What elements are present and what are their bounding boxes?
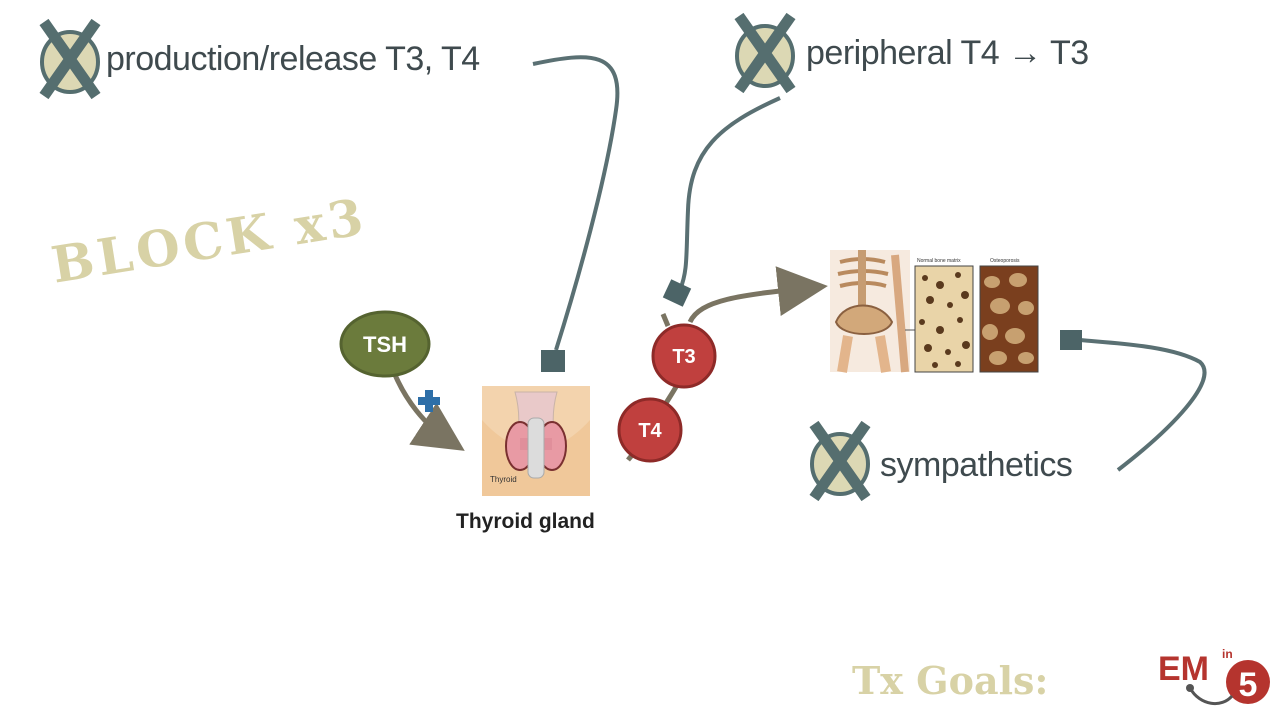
- tsh-arrow: [390, 369, 465, 451]
- logo-five: 5: [1239, 666, 1258, 704]
- t3-bubble: [651, 323, 717, 389]
- block-x-icon: [39, 18, 101, 100]
- peripheral-connector: [678, 96, 781, 291]
- t4-bubble: [617, 397, 683, 463]
- block-x-icon: [734, 12, 796, 94]
- tx-goals-heading: Tx Goals:: [852, 658, 1049, 703]
- t3-arrow-tail: [660, 313, 671, 327]
- sympathetics-connector-end: [1060, 330, 1082, 350]
- stethoscope-icon: [1188, 687, 1234, 705]
- osteoporosis-bone-image: Osteoporosis: [979, 258, 1039, 373]
- thyroid-caption: Thyroid gland: [456, 510, 595, 533]
- normal-bone-label: Normal bone matrix: [917, 258, 961, 264]
- sympathetics-annotation: sympathetics: [880, 446, 1073, 484]
- skeleton-image: [830, 250, 916, 373]
- production-annotation: production/release T3, T4: [106, 40, 480, 78]
- production-connector: [532, 55, 620, 351]
- sympathetics-connector: [1079, 338, 1207, 472]
- thyroid-inset-label: Thyroid: [490, 475, 517, 484]
- normal-bone-image: Normal bone matrix: [914, 258, 974, 373]
- logo-em: EM: [1158, 650, 1209, 688]
- t3-to-tissue-arrow: [687, 266, 828, 324]
- production-connector-end: [541, 350, 565, 372]
- em-in-5-logo: EM in 5: [1158, 647, 1270, 705]
- block-x-icon: [809, 420, 871, 502]
- logo-in: in: [1222, 647, 1233, 661]
- t4-label: T4: [638, 420, 662, 442]
- peripheral-connector-end: [662, 279, 692, 307]
- t3-label: T3: [672, 346, 695, 368]
- stimulate-plus-icon: [418, 390, 440, 412]
- peripheral-annotation: peripheral T4 → T3: [806, 34, 1089, 72]
- thyroid-illustration: Thyroid: [482, 386, 590, 496]
- tsh-label: TSH: [363, 332, 407, 357]
- tsh-bubble: [339, 310, 431, 378]
- osteoporosis-label: Osteoporosis: [990, 258, 1020, 264]
